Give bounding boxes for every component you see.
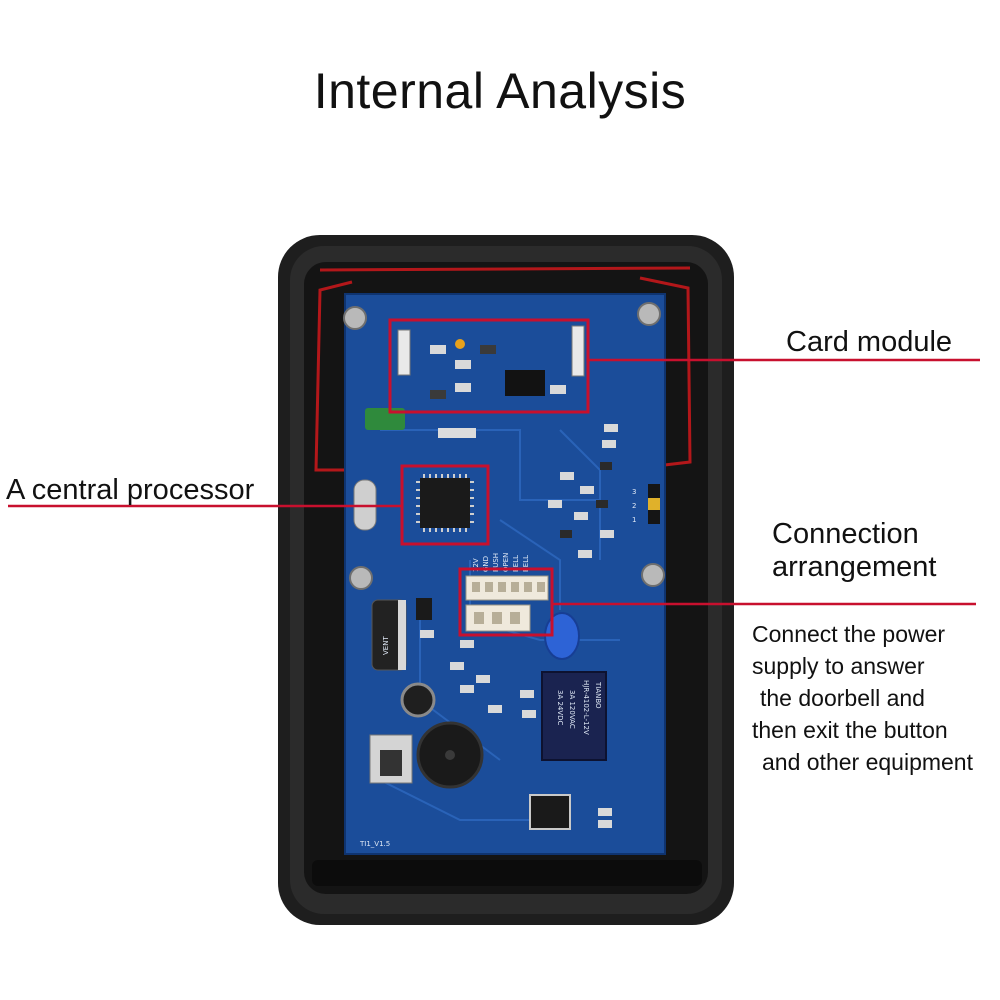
svg-text:GND: GND (482, 556, 490, 572)
connection-highlight (458, 567, 554, 637)
central-processor-chip (416, 474, 474, 532)
capacitor-text: VENT (382, 636, 390, 655)
board-version: TI1_V1.5 (359, 840, 390, 848)
svg-text:12V: 12V (472, 558, 480, 572)
card-module-label: Card module (786, 326, 953, 358)
connection-headers (465, 575, 549, 632)
mounting-screws (343, 302, 665, 590)
page-title: Internal Analysis (313, 63, 687, 119)
jumper-pin-3: 3 (632, 488, 636, 496)
connection-arrangement-label: Connection arrangement (772, 518, 937, 583)
svg-text:OPEN: OPEN (502, 553, 510, 572)
central-processor-label: A central processor (6, 474, 255, 506)
antenna-coil (314, 276, 692, 472)
jumper-pin-2: 2 (632, 502, 636, 510)
header-pin-labels: 12V GND PUSH OPEN BELL BELL (472, 553, 530, 572)
svg-text:BELL: BELL (512, 555, 520, 572)
svg-text:3A 120VAC: 3A 120VAC (568, 690, 576, 729)
relay: TIANBO HJR-4102-L-12V 3A 120VAC 3A 24VDC (541, 671, 607, 761)
svg-text:PUSH: PUSH (492, 553, 500, 572)
jumper-pin-1: 1 (632, 516, 636, 524)
svg-text:TIANBO: TIANBO (594, 681, 602, 709)
capacitor-large: VENT (371, 599, 407, 671)
svg-text:3A 24VDC: 3A 24VDC (556, 690, 564, 726)
connection-description: Connect the power supply to answer the d… (752, 621, 973, 775)
svg-text:HJR-4102-L-12V: HJR-4102-L-12V (582, 680, 590, 735)
svg-text:BELL: BELL (522, 555, 530, 572)
card-module-highlight (388, 318, 590, 414)
card-module-components (397, 325, 585, 399)
